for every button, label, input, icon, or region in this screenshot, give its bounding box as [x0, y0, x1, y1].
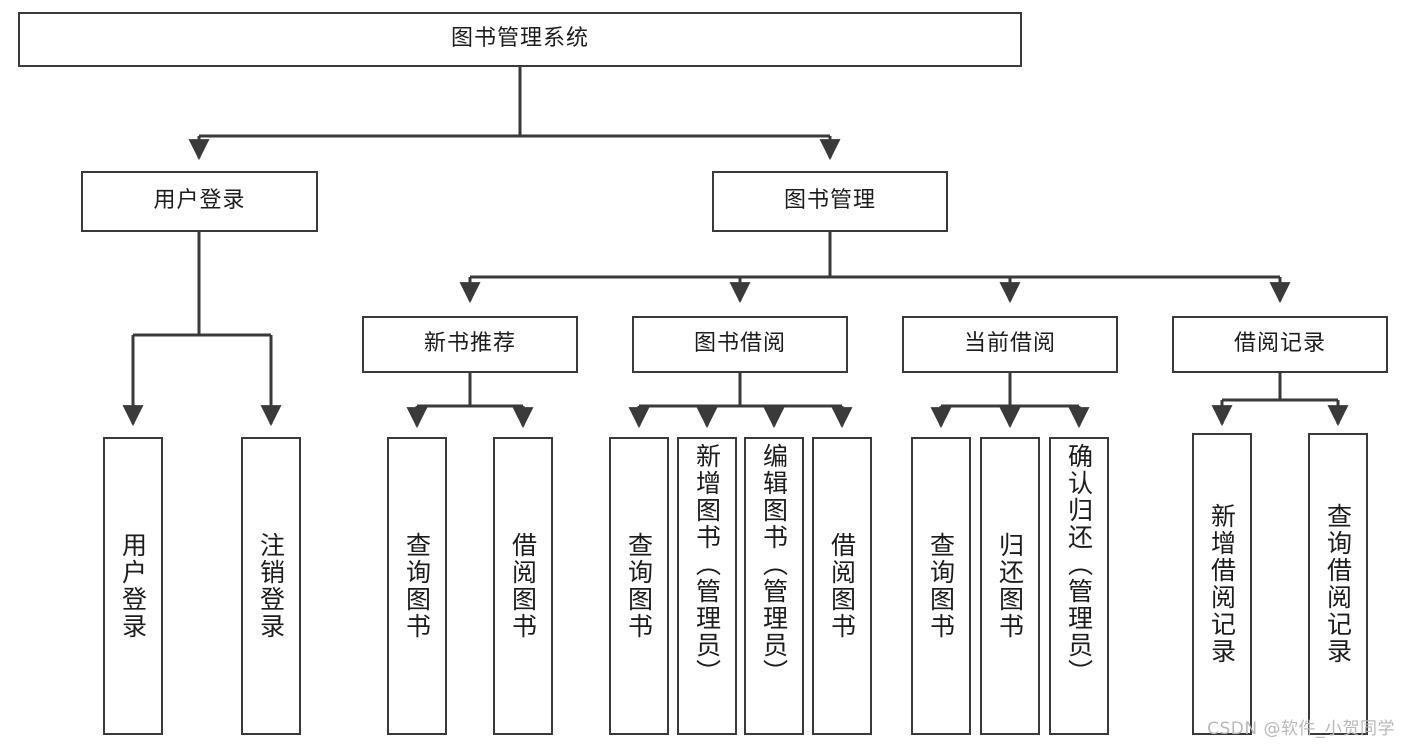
node-label: 新书推荐 — [423, 331, 516, 357]
leaf-current-borrow-confirm-return[interactable]: 确认归还（管理员） — [1049, 437, 1109, 735]
leaf-book-borrow-borrow-book[interactable]: 借阅图书 — [812, 437, 872, 735]
node-label: 查询图书 — [624, 532, 654, 640]
node-label: 图书借阅 — [693, 331, 786, 357]
leaf-book-borrow-add-book[interactable]: 新增图书（管理员） — [677, 437, 737, 735]
node-label: 借阅记录 — [1233, 331, 1326, 357]
node-current-borrow[interactable]: 当前借阅 — [902, 316, 1118, 373]
leaf-new-book-borrow-book[interactable]: 借阅图书 — [493, 437, 553, 735]
node-label: 借阅图书 — [827, 532, 857, 640]
node-user-login[interactable]: 用户登录 — [81, 171, 318, 232]
node-label: 用户登录 — [118, 532, 148, 640]
node-label: 注销登录 — [256, 532, 286, 640]
leaf-current-borrow-query-book[interactable]: 查询图书 — [911, 437, 971, 735]
node-label: 图书管理 — [783, 188, 876, 214]
node-label: 新增借阅记录 — [1207, 503, 1237, 665]
node-label: 确认归还（管理员） — [1064, 443, 1094, 686]
node-label: 新增图书（管理员） — [692, 443, 722, 686]
leaf-current-borrow-return-book[interactable]: 归还图书 — [980, 437, 1040, 735]
node-root-system[interactable]: 图书管理系统 — [18, 12, 1022, 67]
leaf-book-borrow-query-book[interactable]: 查询图书 — [609, 437, 669, 735]
node-label: 当前借阅 — [963, 331, 1056, 357]
leaf-user-login-logout[interactable]: 注销登录 — [241, 437, 301, 735]
node-label: 查询借阅记录 — [1323, 503, 1353, 665]
node-book-borrow[interactable]: 图书借阅 — [632, 316, 848, 373]
node-label: 查询图书 — [926, 532, 956, 640]
leaf-book-borrow-edit-book[interactable]: 编辑图书（管理员） — [744, 437, 804, 735]
node-label: 归还图书 — [995, 532, 1025, 640]
node-label: 编辑图书（管理员） — [759, 443, 789, 686]
leaf-borrow-records-add-record[interactable]: 新增借阅记录 — [1192, 433, 1252, 735]
node-label: 借阅图书 — [508, 532, 538, 640]
node-borrow-records[interactable]: 借阅记录 — [1172, 316, 1388, 373]
leaf-borrow-records-query-record[interactable]: 查询借阅记录 — [1308, 433, 1368, 735]
csdn-watermark: CSDN @软件_小贺同学 — [1207, 719, 1395, 739]
leaf-user-login-login[interactable]: 用户登录 — [103, 437, 163, 735]
leaf-new-book-query-book[interactable]: 查询图书 — [387, 437, 447, 735]
node-label: 图书管理系统 — [450, 26, 589, 52]
node-label: 用户登录 — [153, 188, 246, 214]
node-new-book-recommend[interactable]: 新书推荐 — [362, 316, 578, 373]
node-label: 查询图书 — [402, 532, 432, 640]
node-book-management[interactable]: 图书管理 — [712, 171, 948, 232]
